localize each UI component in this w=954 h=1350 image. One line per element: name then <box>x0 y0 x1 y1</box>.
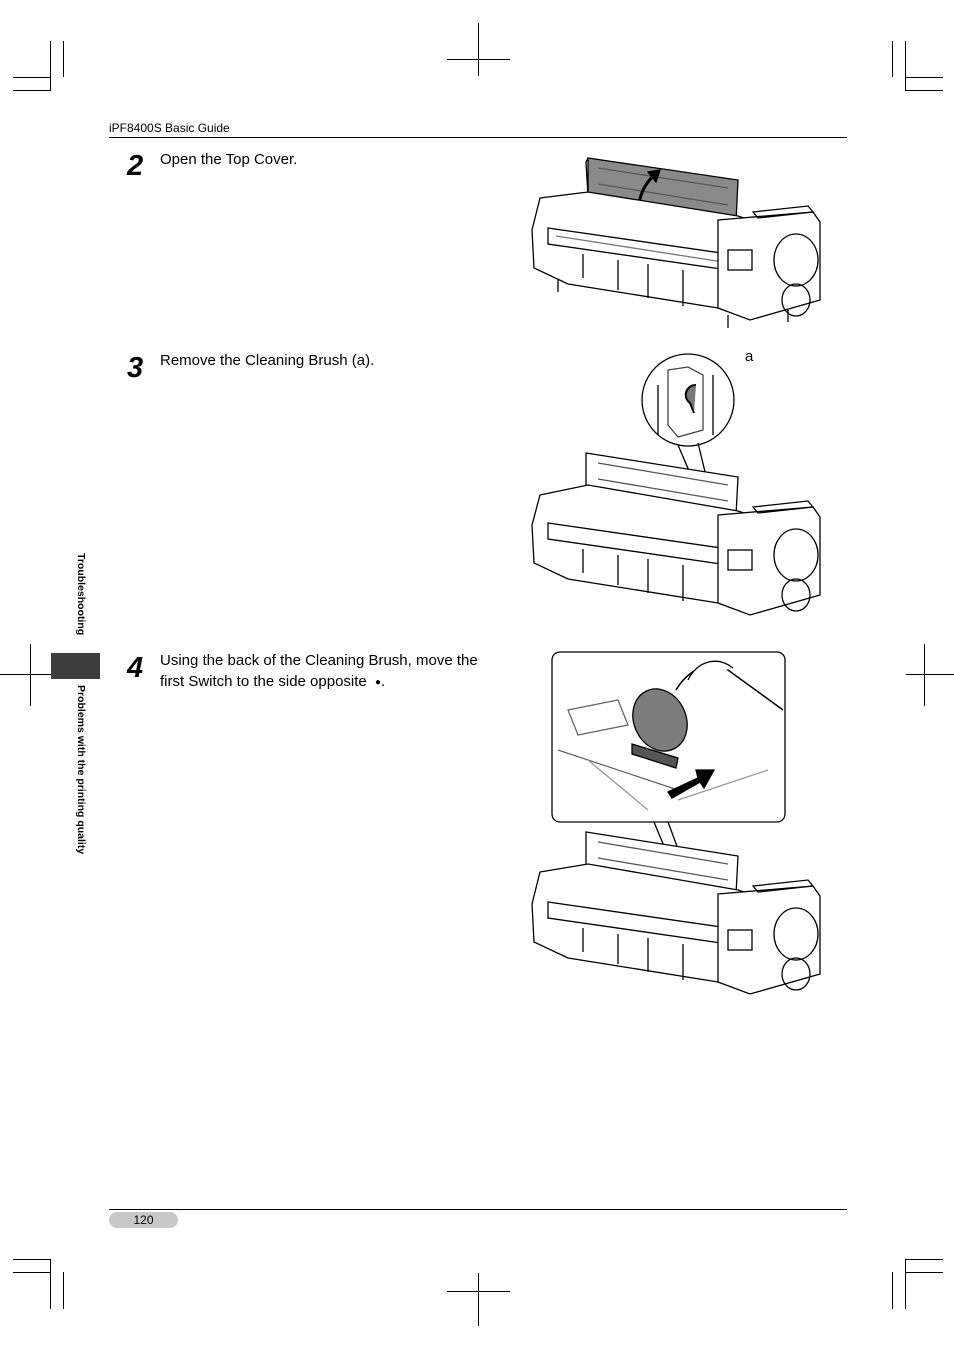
cleaning-brush-illustration <box>531 353 821 616</box>
step-4-text-line-2: first Switch to the side opposite ●. <box>160 673 386 690</box>
document-title: iPF8400S Basic Guide <box>109 121 230 135</box>
step-2-number: 2 <box>127 150 144 182</box>
step-3-text: Remove the Cleaning Brush (a). <box>160 352 375 369</box>
switch-move-illustration <box>531 651 821 995</box>
footer-rule <box>109 1209 847 1210</box>
callout-label-a: a <box>745 348 754 365</box>
step-4-number: 4 <box>127 652 144 684</box>
side-section-label: Troubleshooting <box>75 553 87 636</box>
step-3-number: 3 <box>127 352 144 384</box>
page-number: 120 <box>109 1212 178 1228</box>
side-section-tab <box>51 653 100 679</box>
step-4-text-line-1: Using the back of the Cleaning Brush, mo… <box>160 652 478 669</box>
side-subsection-label: Problems with the printing quality <box>75 685 87 855</box>
header-rule <box>109 137 847 138</box>
dot-symbol: ● <box>374 676 381 688</box>
step-4-text: Using the back of the Cleaning Brush, mo… <box>160 650 478 693</box>
step-2-text: Open the Top Cover. <box>160 151 298 168</box>
printer-top-cover-open-illustration <box>531 157 821 328</box>
